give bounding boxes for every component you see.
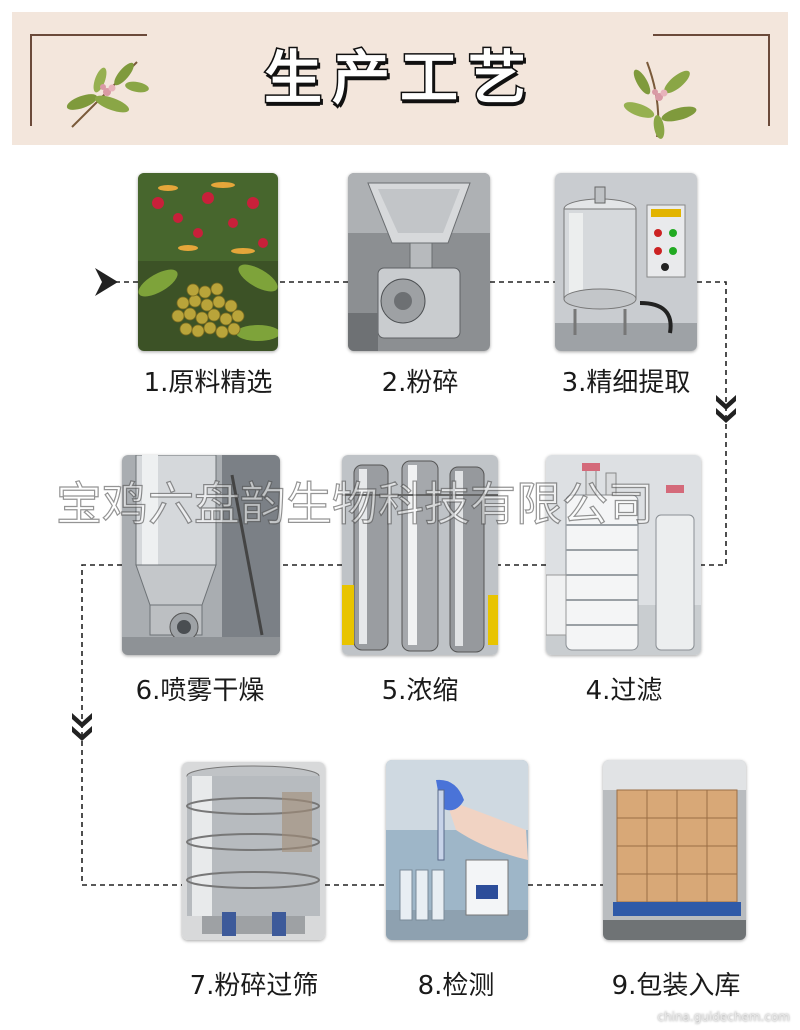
step-6-photo: [122, 455, 280, 655]
chevron-down-icon: [72, 713, 92, 741]
frame-corner-left: [30, 34, 147, 126]
step-3-photo: [555, 173, 697, 351]
step-8-label: 8.检测: [417, 971, 495, 1001]
page-title: 生产工艺: [262, 43, 536, 114]
step-9-photo: [603, 760, 746, 940]
step-5-label: 5.浓缩: [381, 676, 459, 706]
chevron-down-icon: [716, 395, 736, 423]
source-watermark: china.guidechem.com: [657, 1010, 790, 1024]
step-5-photo: [342, 455, 498, 655]
leaf-sprig-right-icon: [623, 61, 697, 139]
leaf-sprig-left-icon: [66, 61, 149, 128]
step-1-label: 1.原料精选: [143, 368, 273, 398]
step-7-label: 7.粉碎过筛: [189, 971, 319, 1001]
step-7-photo: [182, 762, 325, 940]
start-arrow-icon: [95, 268, 118, 296]
step-4-photo: [546, 455, 701, 655]
company-watermark: 宝鸡六盘韵生物科技有限公司: [55, 476, 654, 531]
step-1-photo: [138, 173, 278, 351]
frame-corner-right: [653, 34, 770, 126]
step-6-label: 6.喷雾干燥: [135, 676, 265, 706]
step-9-label: 9.包装入库: [611, 971, 741, 1001]
step-8-photo: [386, 760, 528, 940]
step-2-label: 2.粉碎: [381, 368, 459, 398]
header-banner: 生产工艺: [12, 12, 788, 145]
step-2-photo: [348, 173, 490, 351]
step-4-label: 4.过滤: [585, 676, 663, 706]
step-3-label: 3.精细提取: [561, 368, 691, 398]
